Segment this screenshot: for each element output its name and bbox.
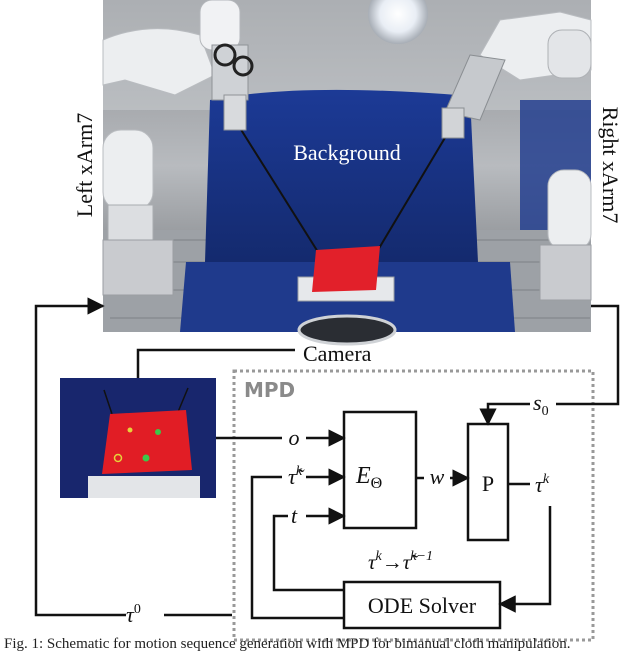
camera-link-line — [136, 348, 295, 378]
blue-background-cloth — [205, 89, 478, 262]
right-arm-lower — [539, 169, 592, 301]
encoder-block — [342, 410, 418, 530]
signal-s0: s0 — [533, 390, 549, 419]
signal-t: t — [291, 503, 298, 528]
right-arm-upper — [441, 11, 592, 139]
red-cloth — [312, 246, 380, 292]
left-arm-label: Left xArm7 — [72, 113, 97, 217]
camera-image — [60, 378, 216, 498]
signal-tau0: τ0 — [126, 602, 141, 627]
right-arm-label: Right xArm7 — [598, 107, 623, 224]
update-rule-label: τk→τ̃k−1 — [368, 549, 433, 574]
mpd-dashed-box — [232, 369, 595, 642]
signal-tau-k: τk — [535, 472, 550, 497]
ode-solver-block — [342, 580, 502, 630]
signal-o: o — [289, 425, 300, 450]
robot-photo: Background — [102, 0, 592, 346]
camera-red-cloth — [102, 410, 192, 474]
connectors — [34, 297, 620, 620]
ceiling-lamp — [368, 0, 428, 44]
signal-tau-tilde: τ̃k — [288, 464, 305, 489]
mpd-label: MPD — [244, 378, 295, 402]
encoder-label: EΘ — [355, 463, 382, 492]
left-arm-upper — [102, 0, 254, 131]
projection-label: P — [482, 471, 494, 496]
ode-solver-label: ODE Solver — [368, 593, 477, 618]
camera-label: Camera — [303, 341, 372, 366]
background-label: Background — [293, 140, 401, 165]
figure-caption: Fig. 1: Schematic for motion sequence ge… — [4, 636, 571, 652]
signal-w: w — [430, 464, 445, 489]
left-arm-lower — [102, 129, 174, 296]
